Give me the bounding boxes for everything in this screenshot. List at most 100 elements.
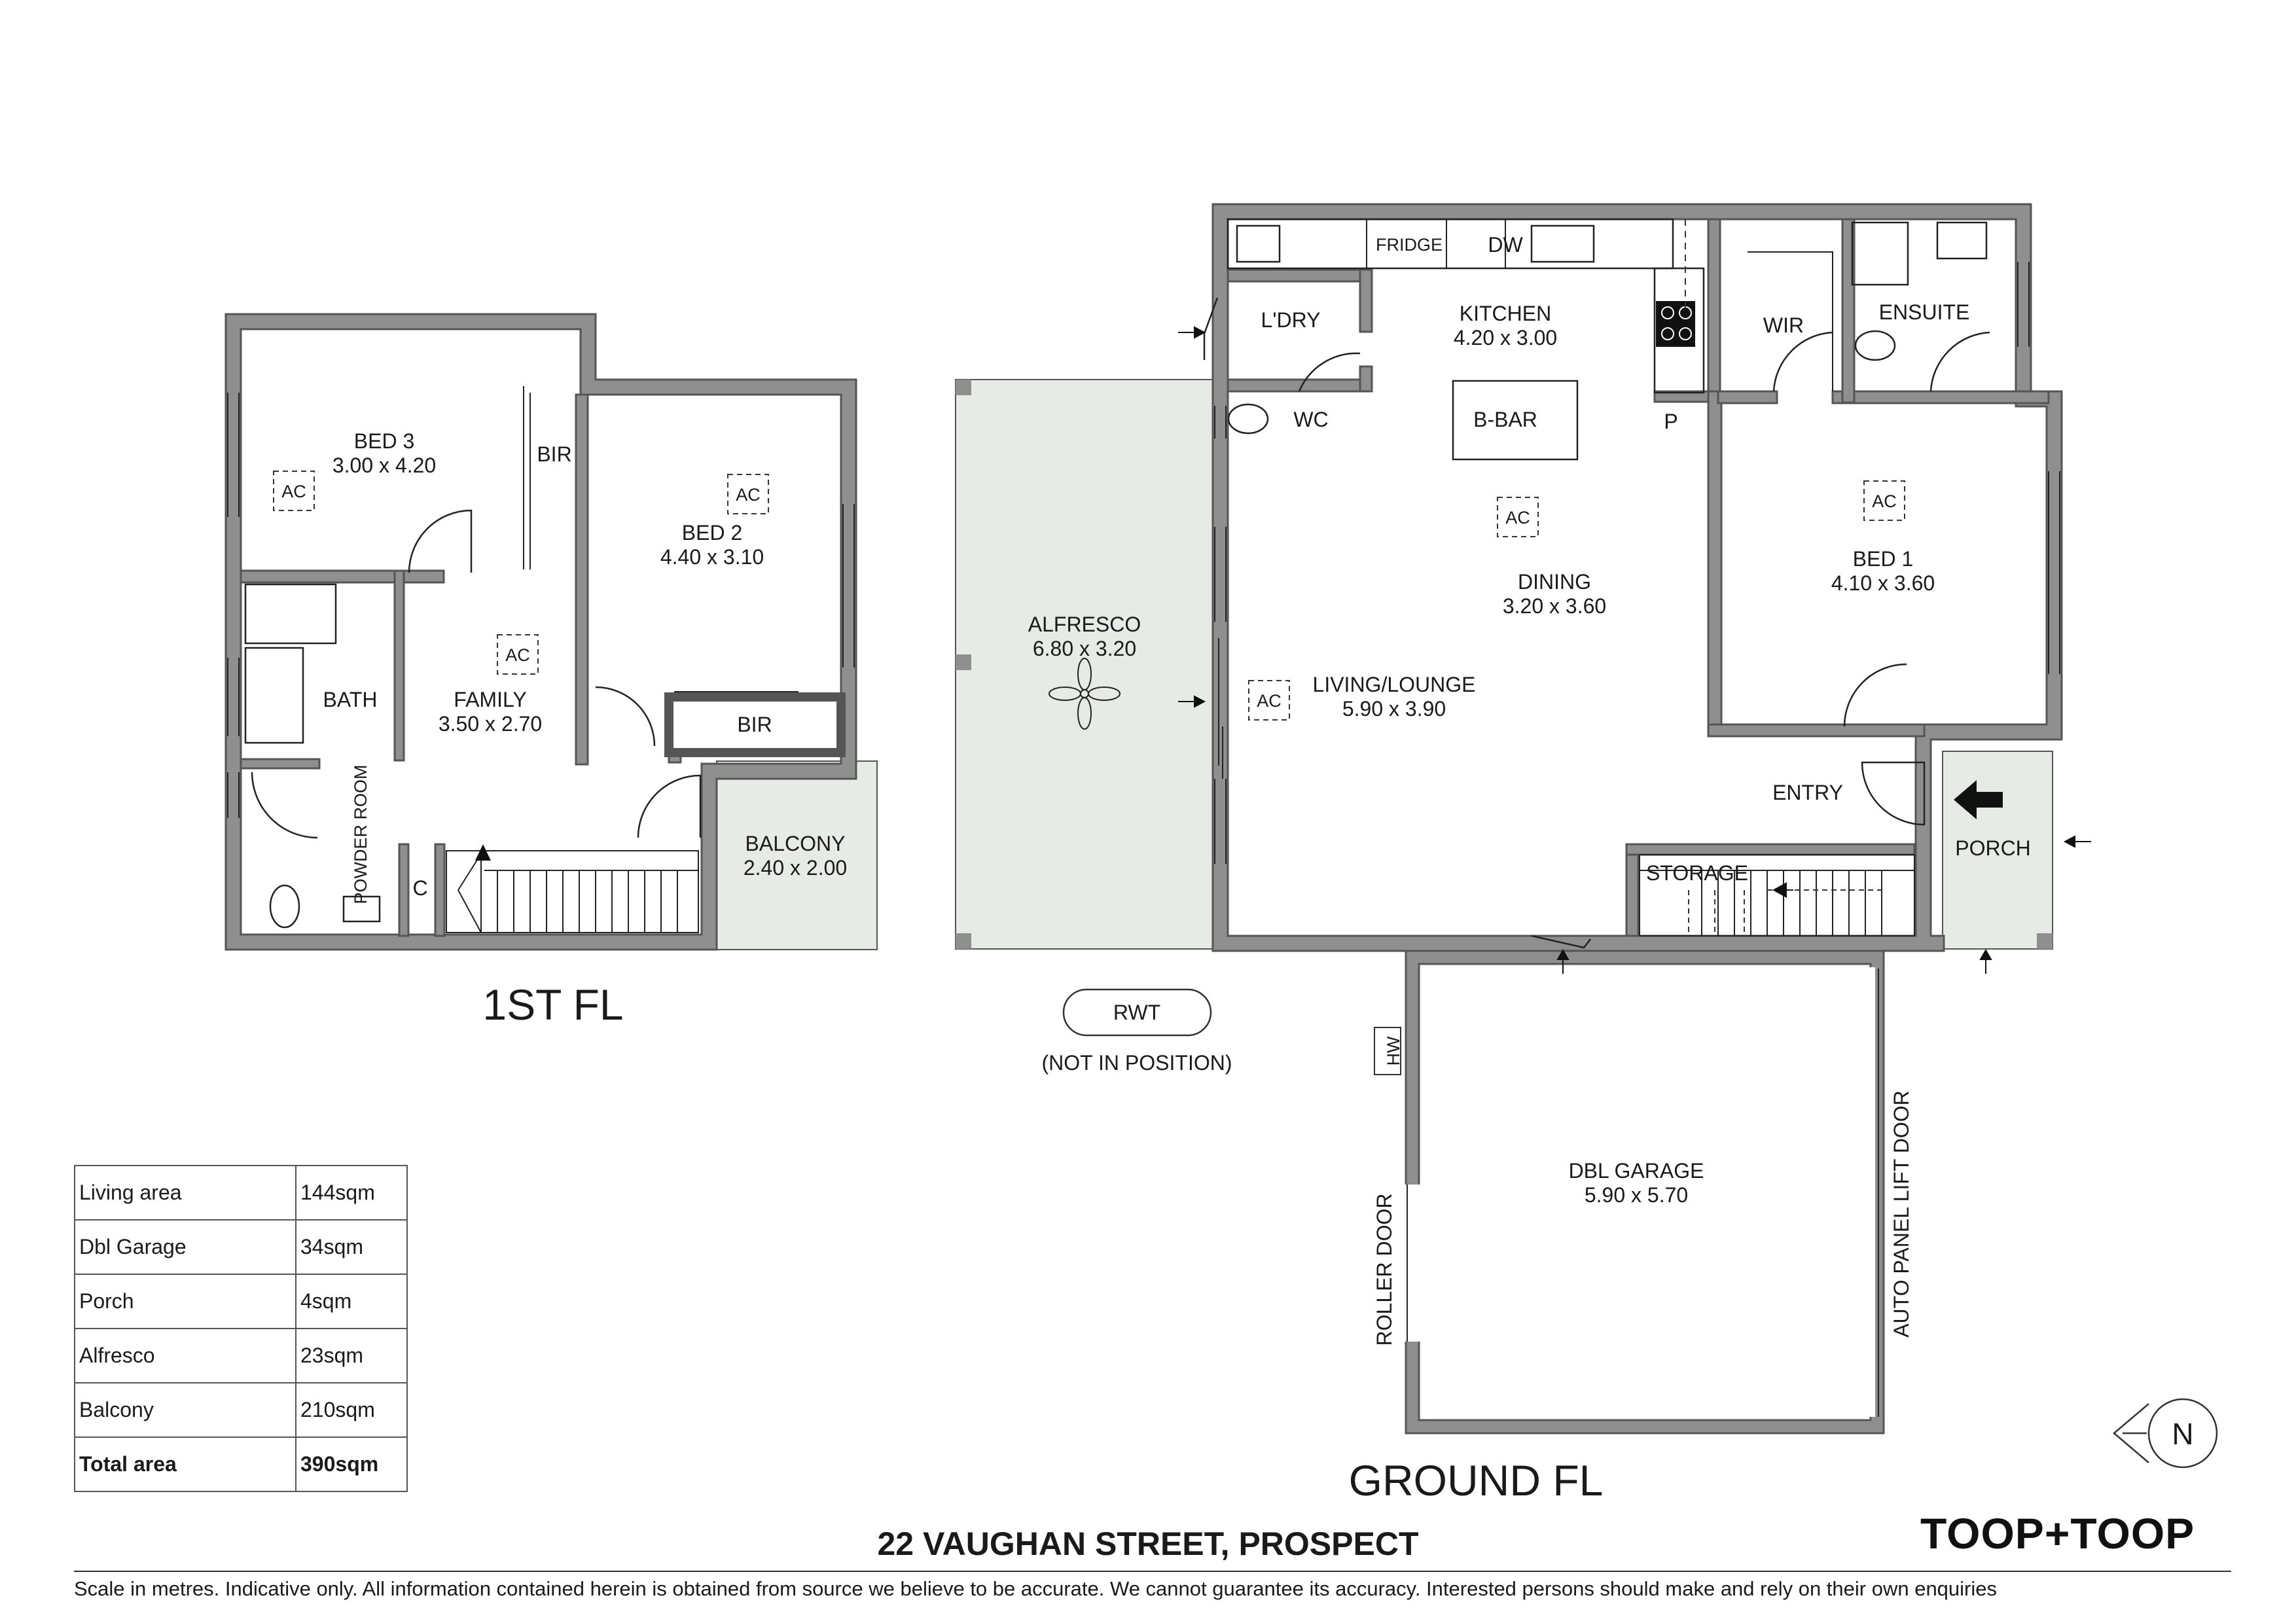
laundry-sink-fixture — [1236, 224, 1281, 263]
kitchen-sink-fixture — [1530, 224, 1595, 263]
room-name-entry: ENTRY — [1772, 781, 1843, 804]
entry-door — [1861, 761, 1926, 826]
first-floor-stairs — [446, 844, 699, 933]
hot-water-unit — [1374, 1027, 1401, 1075]
area-label: Living area — [74, 1165, 296, 1221]
area-label: Total area — [74, 1436, 296, 1492]
basin-fixture — [342, 895, 381, 923]
room-dims-garage: 5.90 x 5.70 — [1585, 1183, 1688, 1207]
bed1-door — [1843, 663, 1907, 727]
ac-label-bed2: AC — [736, 485, 761, 505]
room-name-balcony: BALCONY — [745, 832, 846, 855]
first-floor: BED 3 3.00 x 4.20 BIR AC BED 2 4.40 x 3.… — [224, 313, 878, 1029]
room-name-pantry: P — [1664, 410, 1677, 433]
label-dw: DW — [1488, 233, 1523, 257]
room-name-kitchen: KITCHEN — [1460, 302, 1551, 325]
label-rwt-note: (NOT IN POSITION) — [1042, 1051, 1232, 1075]
room-dims-bed1: 4.10 x 3.60 — [1831, 571, 1935, 595]
wir-door — [1772, 331, 1833, 392]
area-label: Dbl Garage — [74, 1219, 296, 1275]
room-name-laundry: L'DRY — [1261, 308, 1321, 332]
room-name-living: LIVING/LOUNGE — [1313, 673, 1476, 696]
room-name-dining: DINING — [1518, 570, 1591, 594]
room-name-porch: PORCH — [1955, 836, 2031, 860]
balcony-door — [637, 774, 702, 838]
porch-area — [1942, 751, 2053, 950]
room-name-garage: DBL GARAGE — [1569, 1159, 1704, 1183]
label-roller-door: ROLLER DOOR — [1372, 1194, 1396, 1346]
area-value: 144sqm — [295, 1165, 408, 1221]
room-name-cupboard: C — [412, 876, 427, 900]
wall-storage — [1625, 843, 1640, 937]
shower-fixture — [244, 583, 337, 645]
room-dims-dining: 3.20 x 3.60 — [1503, 594, 1606, 618]
room-name-bed1: BED 1 — [1853, 547, 1913, 571]
wall-family-bed2 — [575, 393, 589, 766]
room-dims-bed3: 3.00 x 4.20 — [332, 454, 436, 477]
toilet-fixture — [269, 884, 300, 929]
wall-bed1-bottom — [1707, 723, 1926, 738]
wall-powder-cupboard — [398, 843, 410, 937]
room-name-bbar: B-BAR — [1473, 408, 1537, 431]
garage-internal-door — [1531, 935, 1591, 949]
room-name-wc: WC — [1293, 408, 1328, 431]
powder-door — [251, 772, 318, 839]
disclaimer-text: Scale in metres. Indicative only. All in… — [74, 1577, 1998, 1600]
wall-bath-powder — [240, 758, 321, 770]
area-label: Porch — [74, 1274, 296, 1329]
wall-bath-family — [393, 569, 405, 762]
kitchen-bench — [1227, 218, 1674, 270]
room-dims-family: 3.50 x 2.70 — [439, 712, 542, 736]
room-name-bir-bed2: BIR — [737, 713, 772, 736]
bir-bed2-box — [664, 692, 846, 757]
entry-arrow-icon — [1954, 780, 2003, 819]
room-name-bir-bed3: BIR — [537, 442, 571, 466]
brand-logo: TOOP+TOOP — [1920, 1509, 2195, 1558]
label-fridge: FRIDGE — [1376, 235, 1443, 255]
room-name-wir: WIR — [1763, 313, 1804, 337]
laundry-door — [1203, 297, 1219, 360]
wall-bed3-bath — [240, 569, 445, 584]
area-value: 23sqm — [295, 1328, 408, 1383]
wall-bed1-left — [1707, 390, 1723, 736]
ground-floor: FRIDGE DW KITCHEN 4.20 x 3.00 L'DRY WC B… — [955, 203, 2091, 1505]
first-floor-title: 1ST FL — [482, 980, 623, 1029]
room-name-family: FAMILY — [454, 688, 526, 711]
wall-cupboard-stair — [434, 843, 446, 937]
room-name-alfresco: ALFRESCO — [1028, 613, 1141, 636]
balcony-area — [716, 760, 878, 950]
alfresco-area — [955, 379, 1215, 950]
wall-laundry — [1227, 268, 1371, 283]
room-name-powder: POWDER ROOM — [351, 765, 370, 904]
room-name-ensuite: ENSUITE — [1879, 300, 1970, 324]
room-dims-living: 5.90 x 3.90 — [1342, 697, 1446, 721]
wall-kitchen-bed1 — [1707, 218, 1721, 404]
room-name-bath: BATH — [323, 688, 378, 711]
room-dims-alfresco: 6.80 x 3.20 — [1033, 637, 1136, 660]
room-dims-kitchen: 4.20 x 3.00 — [1454, 326, 1557, 349]
label-rwt: RWT — [1113, 1001, 1160, 1024]
label-lift-door: AUTO PANEL LIFT DOOR — [1890, 1090, 1913, 1338]
ac-label-bed3: AC — [281, 482, 306, 501]
room-name-bed3: BED 3 — [354, 429, 414, 453]
area-value: 390sqm — [295, 1436, 408, 1492]
bed3-door — [408, 509, 473, 573]
kitchen-side-bench — [1653, 267, 1705, 394]
area-value: 4sqm — [295, 1274, 408, 1329]
footer-divider — [74, 1571, 2231, 1572]
room-name-storage: STORAGE — [1646, 861, 1748, 885]
ground-floor-stairs — [1639, 854, 1915, 936]
room-dims-bed2: 4.40 x 3.10 — [660, 545, 764, 569]
ensuite-toilet-fixture — [1854, 330, 1896, 361]
ground-floor-title: GROUND FL — [1349, 1456, 1604, 1505]
area-label: Alfresco — [74, 1328, 296, 1383]
wall-wir-ensuite — [1841, 218, 1856, 404]
bath-tub-fixture — [244, 647, 304, 744]
bed2-door — [595, 686, 656, 747]
rainwater-tank — [1062, 988, 1212, 1037]
